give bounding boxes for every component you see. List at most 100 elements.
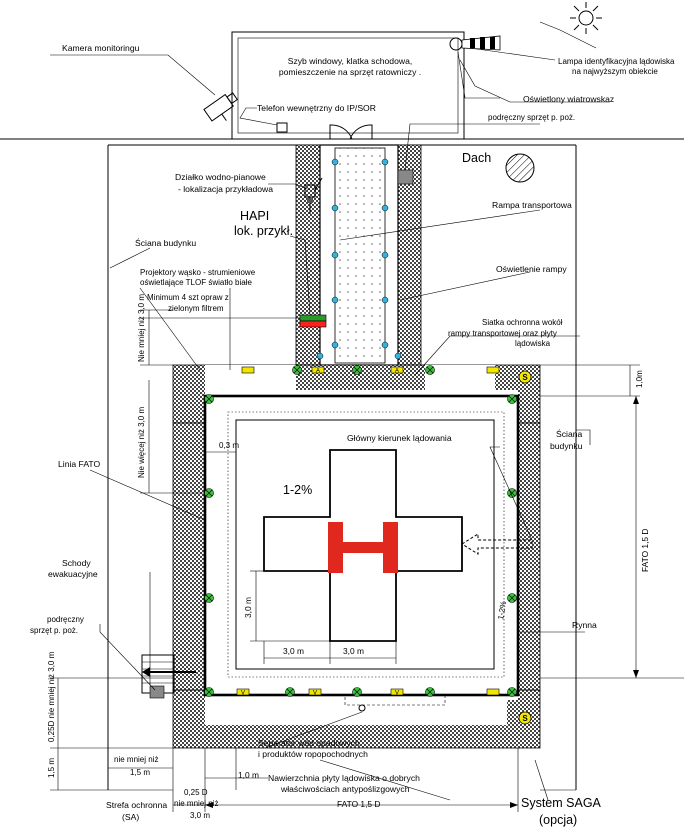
label-fato-vertical: FATO 1,5 D <box>640 529 650 572</box>
label-hapi-1: HAPI <box>240 209 269 223</box>
label-strefa-2: (SA) <box>122 812 139 822</box>
label-rynna: Rynna <box>572 620 597 630</box>
fire-equipment-top-icon <box>397 169 414 185</box>
saga-letter: S <box>522 373 528 382</box>
label-sciana-left: Ściana budynku <box>135 237 196 248</box>
label-d025-h-1: 0,25 D <box>184 788 208 797</box>
label-saga-2: (opcja) <box>539 813 577 827</box>
lamp-icon <box>570 2 602 34</box>
label-nawierzchnia-1: Nawierzchnia płyty lądowiska o dobrych <box>268 773 420 783</box>
label-nie-wiecej-3m: Nie więcej niż 3,0 m <box>137 407 146 478</box>
ramp-left-mesh <box>295 144 321 366</box>
projector-light-icon <box>390 688 404 696</box>
dimension-lines <box>50 309 684 812</box>
light-letter: V <box>241 691 245 697</box>
ramp-light-icon <box>381 158 389 166</box>
label-schody-2: ewakuacyjne <box>48 569 98 579</box>
tlof-dotted <box>227 411 505 678</box>
shaft-room <box>231 31 465 140</box>
evacuation-stairs <box>141 654 196 694</box>
label-strefa-1: Strefa ochronna <box>106 800 167 810</box>
ramp-light-icon <box>381 251 389 259</box>
label-dim-3m-v: 3,0 m <box>243 597 253 618</box>
light-letter: V <box>395 691 399 697</box>
camera-icon <box>203 92 238 122</box>
ramp-light-icon <box>381 204 389 212</box>
label-szyb-2: pomieszczenie na sprzęt ratowniczy . <box>279 67 421 77</box>
roof-icon <box>505 153 535 183</box>
label-telefon: Telefon wewnętrzny do IP/SOR <box>257 103 376 113</box>
label-d025-h-2: nie mniej niż <box>174 799 218 808</box>
label-sprzet-top: podręczny sprzęt p. poż. <box>488 113 575 122</box>
fire-equipment-left-icon <box>149 685 165 699</box>
hapi-red <box>299 320 327 328</box>
label-nawierzchnia-2: właściwościach antypoślizgowych <box>280 784 410 794</box>
label-dim-3m-a: 3,0 m <box>283 646 304 656</box>
label-fato-bottom: FATO 1,5 D <box>337 799 380 809</box>
label-dzialko-2: - lokalizacja przykładowa <box>178 184 273 194</box>
label-sprzet-left-2: sprzęt p. poż. <box>30 626 78 635</box>
label-dim-03: 0,3 m <box>219 441 239 450</box>
label-projektory-1: Projektory wąsko - strumieniowe <box>140 268 256 277</box>
projector-light-icon <box>486 688 500 696</box>
label-sciana-right-2: budynku <box>550 441 583 451</box>
label-lampa-2: na najwyższym obiekcie <box>572 67 658 76</box>
projector-light-icon <box>311 366 325 374</box>
label-dim-1m: 1,0m <box>635 370 644 388</box>
ramp-light-icon <box>316 352 324 360</box>
water-cannon-icon <box>304 177 323 214</box>
light-letter: A <box>316 369 320 375</box>
label-slope-right: 1-2% <box>496 600 508 620</box>
helipad-h <box>328 522 398 573</box>
ramp-light-icon <box>331 341 339 349</box>
saga-letter: S <box>522 714 528 723</box>
ramp-light-icon <box>331 204 339 212</box>
label-rampa: Rampa transportowa <box>492 200 572 210</box>
door-left <box>329 124 353 140</box>
label-siatka-3: lądowiska <box>515 339 551 348</box>
label-glowny: Główny kierunek lądowania <box>347 433 452 443</box>
ramp-light-icon <box>381 296 389 304</box>
saga-light-icon <box>518 711 532 725</box>
label-dim-3m-b: 3,0 m <box>343 646 364 656</box>
label-nie-mniej-15-2: 1,5 m <box>130 768 150 777</box>
label-sprzet-left-1: podręczny <box>47 615 84 624</box>
label-d025-h-3: 3,0 m <box>190 811 210 820</box>
label-nie-mniej-15-1: nie mniej niż <box>114 755 158 764</box>
label-dim-15m-v: 1,5 m <box>47 758 56 778</box>
label-linia-fato: Linia FATO <box>58 459 101 469</box>
label-dim-10m-b: 1,0 m <box>238 770 259 780</box>
deck-mesh-left <box>172 422 206 691</box>
projector-light-icon <box>390 366 404 374</box>
label-siatka-2: rampy transportowej oraz płyty <box>448 329 557 338</box>
saga-light-icon <box>518 370 532 384</box>
ramp-light-icon <box>394 352 402 360</box>
projector-light-icon <box>236 688 250 696</box>
label-projektory-2: oświetlające TLOF światło białe <box>140 278 252 287</box>
text-labels: Kamera monitoringu Szyb windowy, klatka … <box>30 43 675 827</box>
label-lampa-1: Lampa identyfikacyjna lądowiska <box>558 57 675 66</box>
label-kamera: Kamera monitoringu <box>62 43 140 53</box>
label-schody-1: Schody <box>62 558 91 568</box>
projector-light-icon <box>486 366 500 374</box>
label-minimum-1: Minimum 4 szt opraw z <box>147 293 229 302</box>
label-oswietlenie-rampy: Oświetlenie rampy <box>496 264 567 274</box>
windsock-icon <box>449 35 501 51</box>
landing-direction-arrow <box>461 533 533 555</box>
tlof-line <box>235 419 495 670</box>
ramp-light-icon <box>381 341 389 349</box>
label-sciana-right-1: Ściana <box>556 428 582 439</box>
label-d025-v: 0,25D nie mniej niż 3,0 m <box>47 651 56 742</box>
label-dzialko-1: Działko wodno-pianowe <box>175 172 266 182</box>
label-szyb-1: Szyb windowy, klatka schodowa, <box>288 56 413 66</box>
label-siatka-1: Siatka ochronna wokół <box>482 318 563 327</box>
leader-lines <box>50 21 610 801</box>
shaft-room-inner <box>237 37 459 134</box>
projector-light-icon <box>308 688 322 696</box>
label-nie-mniej-3m: Nie mniej niż 3,0 m <box>137 294 146 362</box>
telephone-icon <box>276 122 288 133</box>
label-saga-1: System SAGA <box>521 796 602 810</box>
structure <box>0 31 684 791</box>
label-separator-2: i produktów ropopochodnych <box>258 749 368 759</box>
